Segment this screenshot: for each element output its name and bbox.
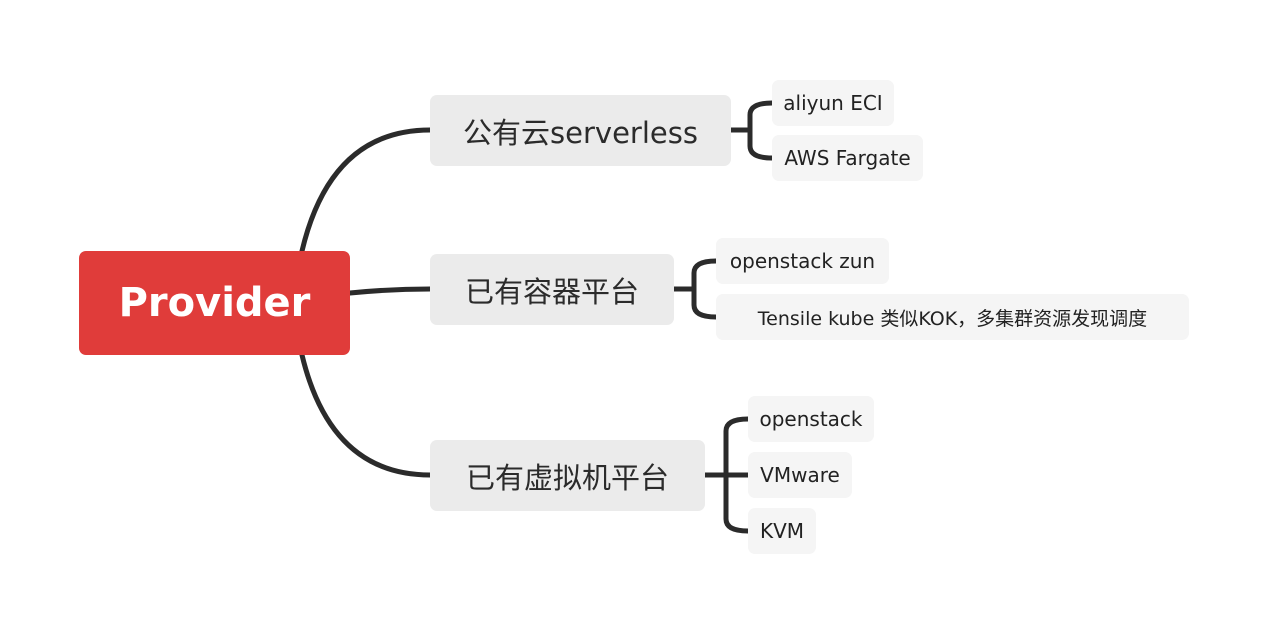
leaf-aliyun-eci[interactable]: aliyun ECI [772, 80, 894, 126]
branch-existing-vm-platform[interactable]: 已有虚拟机平台 [430, 440, 705, 511]
leaf-openstack[interactable]: openstack [748, 396, 874, 442]
connector-root-branch-2 [347, 286, 433, 296]
leaf-tensile-kube[interactable]: Tensile kube 类似KOK，多集群资源发现调度 [716, 294, 1189, 340]
leaf-vmware[interactable]: VMware [748, 452, 852, 498]
leaf-kvm[interactable]: KVM [748, 508, 816, 554]
connector-root-branch-1 [299, 127, 433, 254]
connector-root-branch-3 [299, 352, 433, 478]
branch-public-cloud-serverless[interactable]: 公有云serverless [430, 95, 731, 166]
branch-existing-container-platform[interactable]: 已有容器平台 [430, 254, 674, 325]
bracket-branch-2 [671, 258, 719, 320]
leaf-aws-fargate[interactable]: AWS Fargate [772, 135, 923, 181]
leaf-openstack-zun[interactable]: openstack zun [716, 238, 889, 284]
root-node[interactable]: Provider [79, 251, 350, 355]
bracket-branch-1 [728, 100, 775, 161]
bracket-branch-3 [702, 416, 751, 534]
